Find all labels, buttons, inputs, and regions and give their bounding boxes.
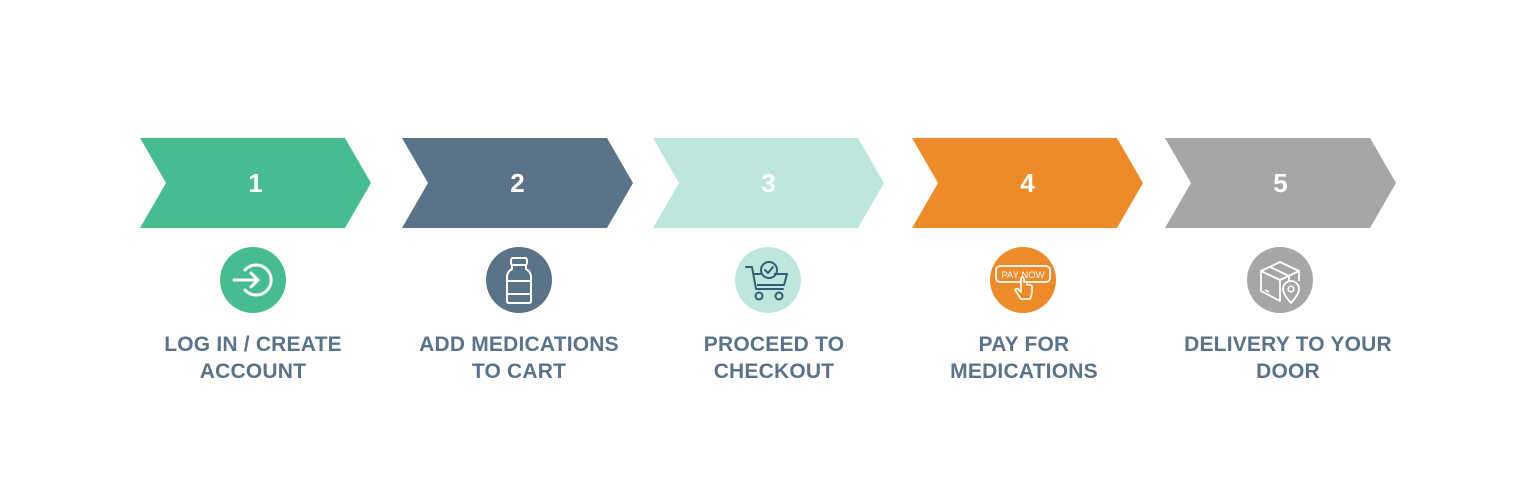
- step-2-label: ADD MEDICATIONS TO CART: [389, 331, 649, 385]
- chevron-arrow-shape: [912, 138, 1143, 228]
- step-3-icon-circle: [735, 247, 801, 313]
- medicine-bottle-icon: [506, 257, 532, 304]
- step-1-label: LOG IN / CREATE ACCOUNT: [123, 331, 383, 385]
- step-4-chevron: 4: [912, 138, 1143, 228]
- step-2-number: 2: [510, 168, 525, 198]
- step-1-icon-circle: [220, 247, 286, 313]
- step-3-label-line2: CHECKOUT: [713, 360, 835, 383]
- step-5-icon-circle: [1247, 247, 1313, 313]
- step-2-label-line2: TO CART: [471, 360, 567, 383]
- chevron-arrow-shape: [1165, 138, 1396, 228]
- step-1-number: 1: [248, 168, 263, 198]
- step-5-number: 5: [1273, 168, 1288, 198]
- step-5-label-line1: DELIVERY TO YOUR: [1184, 333, 1392, 356]
- step-2-chevron: 2: [402, 138, 633, 228]
- step-2-icon-circle: [486, 247, 552, 313]
- step-4-number: 4: [1020, 168, 1035, 198]
- chevron-arrow-shape: [140, 138, 371, 228]
- step-1-chevron: 1: [140, 138, 371, 228]
- step-4-icon-circle: PAY NOW: [990, 247, 1056, 313]
- package-location-icon: [1260, 261, 1300, 304]
- step-5-label-line2: DOOR: [1256, 360, 1320, 383]
- step-1-label-line2: ACCOUNT: [199, 360, 307, 383]
- cart-check-icon: [745, 261, 788, 301]
- login-icon: [232, 263, 273, 297]
- chevron-arrow-shape: [402, 138, 633, 228]
- step-3-chevron: 3: [653, 138, 884, 228]
- step-4-label: PAY FOR MEDICATIONS: [894, 331, 1154, 385]
- chevron-arrow-shape: [653, 138, 884, 228]
- pay-now-icon: PAY NOW: [995, 265, 1051, 300]
- step-3-number: 3: [761, 168, 776, 198]
- step-5-chevron: 5: [1165, 138, 1396, 228]
- step-4-label-line2: MEDICATIONS: [950, 360, 1098, 383]
- step-3-label: PROCEED TO CHECKOUT: [644, 331, 904, 385]
- step-1-label-line1: LOG IN / CREATE: [164, 333, 342, 356]
- step-4-label-line1: PAY FOR: [978, 333, 1070, 356]
- step-2-label-line1: ADD MEDICATIONS: [419, 333, 619, 356]
- step-3-label-line1: PROCEED TO: [703, 333, 845, 356]
- pay-now-icon-text: PAY NOW: [1001, 270, 1044, 281]
- step-5-label: DELIVERY TO YOUR DOOR: [1158, 331, 1418, 385]
